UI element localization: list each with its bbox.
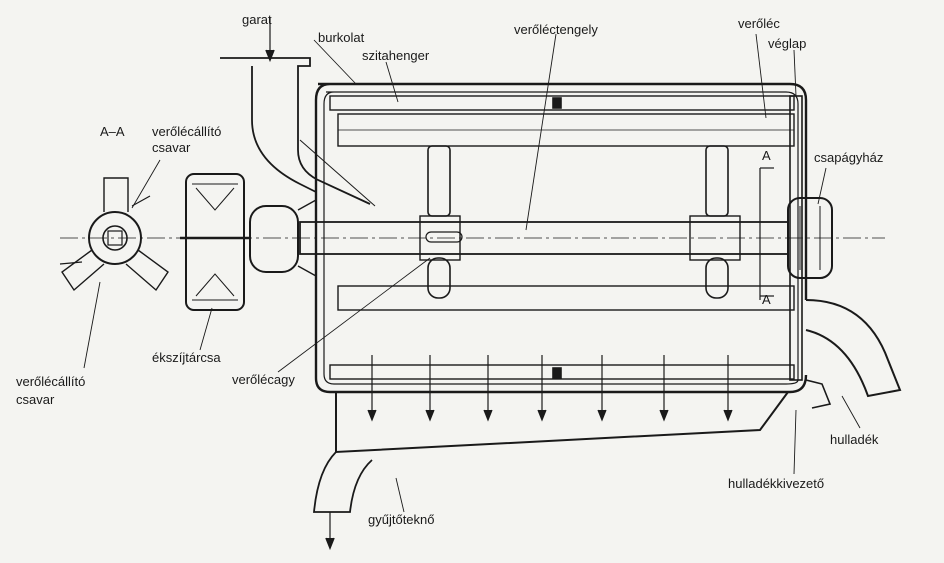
label-ekszijtarcsa: ékszíjtárcsa	[152, 350, 221, 365]
label-burkolat: burkolat	[318, 30, 365, 45]
label-csapagyhaz: csapágyház	[814, 150, 884, 165]
label-verolecagy: verőlécagy	[232, 372, 295, 387]
label-veglap: véglap	[768, 36, 807, 51]
hopper	[220, 18, 376, 207]
pulley	[180, 173, 250, 311]
trough	[313, 391, 789, 551]
label-verolec: verőléc	[738, 16, 780, 31]
label-verolecallito-bottom-1: verőlécállító	[16, 374, 86, 389]
label-verolecallito-bottom-2: csavar	[16, 392, 55, 407]
sieve-cylinder	[329, 95, 795, 380]
label-verolecallito-top-2: csavar	[152, 140, 191, 155]
label-gyujtotekno: gyűjtőteknő	[368, 512, 435, 527]
label-garat: garat	[242, 12, 272, 27]
label-hulladekkivezeto: hulladékkivezető	[728, 476, 825, 491]
label-section-mark-top: A	[762, 148, 771, 163]
label-szitahenger: szitahenger	[362, 48, 430, 63]
flow-arrows	[367, 355, 733, 422]
label-section: A–A	[100, 124, 125, 139]
beater-bars	[337, 113, 795, 311]
waste-chute	[805, 299, 902, 409]
section-view	[59, 177, 169, 292]
housing	[314, 82, 808, 394]
label-hulladek: hulladék	[830, 432, 879, 447]
label-verolecallito-top-1: verőlécállító	[152, 124, 222, 139]
label-verolectengely: verőléctengely	[514, 22, 598, 37]
leader-lines	[83, 33, 861, 513]
label-section-mark-bottom: A	[762, 292, 771, 307]
bearing-housing	[787, 197, 833, 279]
beater-hangers	[427, 145, 729, 299]
section-markers	[759, 167, 774, 300]
